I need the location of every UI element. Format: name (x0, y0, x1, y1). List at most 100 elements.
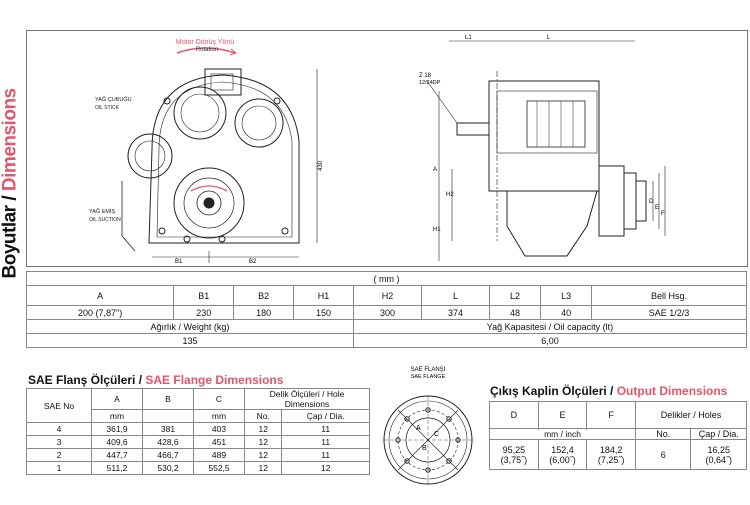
weight-value: 135 (26, 333, 354, 348)
sae-flange-table: SAE No A B C Delik Ölçüleri / Hole Dimen… (26, 388, 370, 475)
z-label: Z 18 (419, 73, 432, 79)
cell: 12 (281, 461, 370, 475)
unit-a: mm (91, 409, 143, 423)
cell: 361,9 (91, 422, 143, 436)
output-title-tr: Çıkış Kaplin Ölçüleri / (490, 384, 617, 398)
gearbox-drawing: Motor Dönüş Yönü Rotation YAĞ ÇUBUĞU OIL… (89, 35, 666, 265)
oil-stick-tr-label: YAĞ ÇUBUĞU (95, 96, 132, 103)
col-holes-dia: Çap / Dia. (690, 428, 747, 440)
cell: 511,2 (91, 461, 143, 475)
spec-header: L (420, 285, 491, 306)
e-inch: (6,00˝) (549, 454, 576, 465)
unit-c: mm (193, 409, 245, 423)
col-hole-dia: Çap / Dia. (281, 409, 370, 423)
spec-value: 300 (352, 305, 423, 320)
cell: 451 (193, 435, 245, 449)
spec-unit: ( mm ) (26, 271, 747, 286)
spec-value: 230 (173, 305, 235, 320)
cell: 11 (281, 448, 370, 462)
flange-c-label: C (434, 431, 439, 438)
h1-label: H1 (433, 227, 441, 233)
flange-label-tr: SAE FLANŞI (411, 367, 446, 373)
dia-inch: (0,64˝) (705, 454, 732, 465)
cell: 447,7 (91, 448, 143, 462)
sae-flange-figure: SAE FLANŞI SAE FLANGE A B C (380, 364, 476, 500)
f-mm: 184,2 (599, 444, 623, 455)
col-e: E (537, 401, 588, 429)
table-row: 95,25 (3,75˝) 152,4 (6,00˝) 184,2 (7,25˝… (489, 439, 747, 470)
flange-label-en: SAE FLANGE (411, 374, 446, 380)
spec-value: SAE 1/2/3 (591, 305, 747, 320)
spec-header: B2 (233, 285, 295, 306)
spec-value: 40 (540, 305, 593, 320)
col-c: C (193, 388, 245, 410)
spec-header: H1 (293, 285, 354, 306)
table-row: 1 511,2 530,2 552,5 12 12 (26, 461, 370, 475)
height-label: 430 (318, 160, 324, 171)
cell: 12 (243, 422, 283, 436)
cell: 466,7 (142, 448, 194, 462)
spec-header: L3 (540, 285, 593, 306)
d-inch: (3,75˝) (500, 454, 528, 465)
spec-header: A (25, 285, 175, 306)
col-d: D (489, 401, 539, 429)
col-b: B (142, 388, 194, 410)
col-f: F (586, 401, 637, 429)
col-hole-dimensions: Delik Ölçüleri / Hole Dimensions (244, 388, 370, 410)
section-title: Boyutlar / Dimensions (0, 74, 22, 279)
holes-no-value: 6 (635, 439, 692, 470)
l1-label: L1 (465, 35, 472, 41)
f-value: 184,2 (7,25˝) (586, 439, 637, 470)
dp-label: 12/24DP (419, 80, 441, 86)
sae-title-tr: SAE Flanş Ölçüleri / (28, 373, 146, 387)
cell: 1 (26, 461, 92, 475)
cell: 3 (26, 435, 92, 449)
table-row: 2 447,7 466,7 489 12 11 (26, 448, 370, 462)
col-sae-no: SAE No (26, 388, 92, 423)
sae-title-en: SAE Flange Dimensions (145, 373, 284, 387)
flange-drawing: SAE FLANŞI SAE FLANGE A B C (383, 367, 473, 485)
cell: 11 (281, 435, 370, 449)
oil-stick-en-label: OIL STICK (95, 105, 120, 111)
spec-value: 48 (489, 305, 542, 320)
b2-label: B2 (249, 259, 257, 265)
flange-b-label: B (422, 445, 427, 452)
spec-header: H2 (352, 285, 423, 306)
e-mm: 152,4 (551, 444, 574, 455)
sae-flange-title: SAE Flanş Ölçüleri / SAE Flange Dimensio… (28, 373, 283, 387)
cell: 403 (193, 422, 245, 436)
cell: 489 (193, 448, 245, 462)
table-row: 4 361,9 381 403 12 11 (26, 422, 370, 436)
l-label: L (547, 35, 551, 41)
table-row: 3 409,6 428,6 451 12 11 (26, 435, 370, 449)
d-mm: 95,25 (502, 444, 526, 455)
cell: 12 (243, 461, 283, 475)
oil-suction-tr-label: YAĞ EMİŞ (89, 208, 116, 215)
cell: 12 (243, 435, 283, 449)
spec-value: 180 (233, 305, 295, 320)
col-holes: Delikler / Holes (635, 401, 747, 429)
cell: 552,5 (193, 461, 245, 475)
col-holes-no: No. (635, 428, 692, 440)
cell: 530,2 (142, 461, 194, 475)
cell: 381 (142, 422, 194, 436)
output-unit: mm / inch (488, 428, 637, 440)
spec-header: B1 (173, 285, 235, 306)
spec-header: L2 (489, 285, 542, 306)
oil-capacity-label: Yağ Kapasitesi / Oil capacity (lt) (352, 319, 748, 334)
spec-header: Bell Hsg. (591, 285, 747, 306)
spec-value: 200 (7,87") (25, 305, 175, 320)
cell: 12 (243, 448, 283, 462)
cell: 4 (26, 422, 92, 436)
cell: 11 (281, 422, 370, 436)
a-label: A (433, 167, 437, 173)
cell: 428,6 (142, 435, 194, 449)
h2-label: H2 (446, 192, 454, 198)
f-label: F (661, 211, 665, 217)
b1-label: B1 (175, 259, 183, 265)
e-label: E (655, 205, 659, 211)
d-value: 95,25 (3,75˝) (489, 439, 539, 470)
output-table: D E F Delikler / Holes No. Çap / Dia. mm… (488, 401, 747, 470)
output-title-en: Output Dimensions (616, 384, 728, 398)
title-tr: Boyutlar (0, 205, 21, 279)
